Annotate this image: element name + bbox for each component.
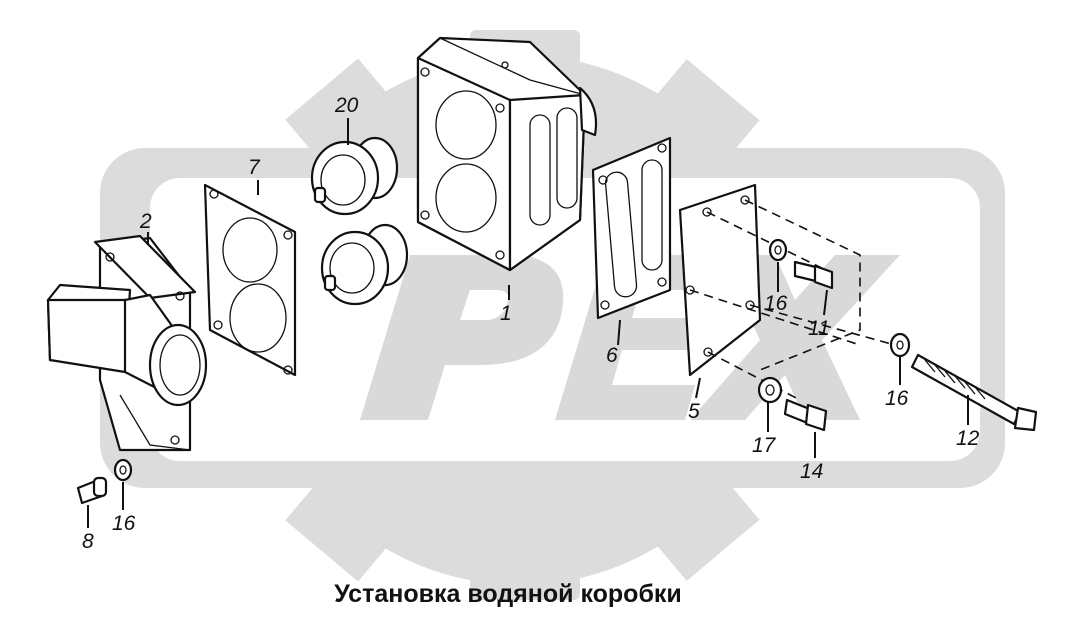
callout-16-upper: 16 — [764, 292, 788, 315]
part-7-gasket — [203, 183, 297, 377]
washer-16-left — [113, 458, 133, 482]
leader-lines — [87, 118, 969, 528]
callout-16-left: 16 — [112, 512, 136, 535]
callout-11: 11 — [808, 317, 830, 340]
bolt-14 — [783, 398, 828, 432]
washer-16-upper — [768, 238, 788, 262]
callout-6: 6 — [606, 344, 618, 367]
washer-17 — [757, 376, 783, 404]
callout-8: 8 — [82, 530, 94, 553]
part-5-cover-plate — [678, 183, 762, 377]
callout-1: 1 — [500, 302, 512, 325]
callout-20: 20 — [334, 94, 359, 117]
part-20-thermostats — [310, 136, 409, 306]
callout-5: 5 — [688, 400, 700, 423]
bolt-8 — [76, 476, 108, 505]
callout-12: 12 — [956, 427, 980, 450]
part-2-pipe-housing — [46, 234, 208, 452]
callout-17: 17 — [752, 434, 777, 457]
callout-14: 14 — [800, 460, 823, 483]
part-6-gasket — [591, 136, 672, 320]
diagram-caption: Установка водяной коробки — [334, 580, 682, 608]
callout-7: 7 — [248, 156, 261, 179]
callout-2: 2 — [139, 210, 152, 233]
bolt-11 — [793, 260, 834, 290]
long-bolt-12 — [910, 353, 1038, 432]
callout-labels: 2 7 20 1 6 5 16 11 16 12 17 14 8 16 — [82, 94, 980, 553]
washer-16-right — [889, 332, 911, 358]
part-1-water-box — [416, 36, 598, 272]
assembly-lines — [689, 199, 896, 401]
callout-16-right: 16 — [885, 387, 909, 410]
